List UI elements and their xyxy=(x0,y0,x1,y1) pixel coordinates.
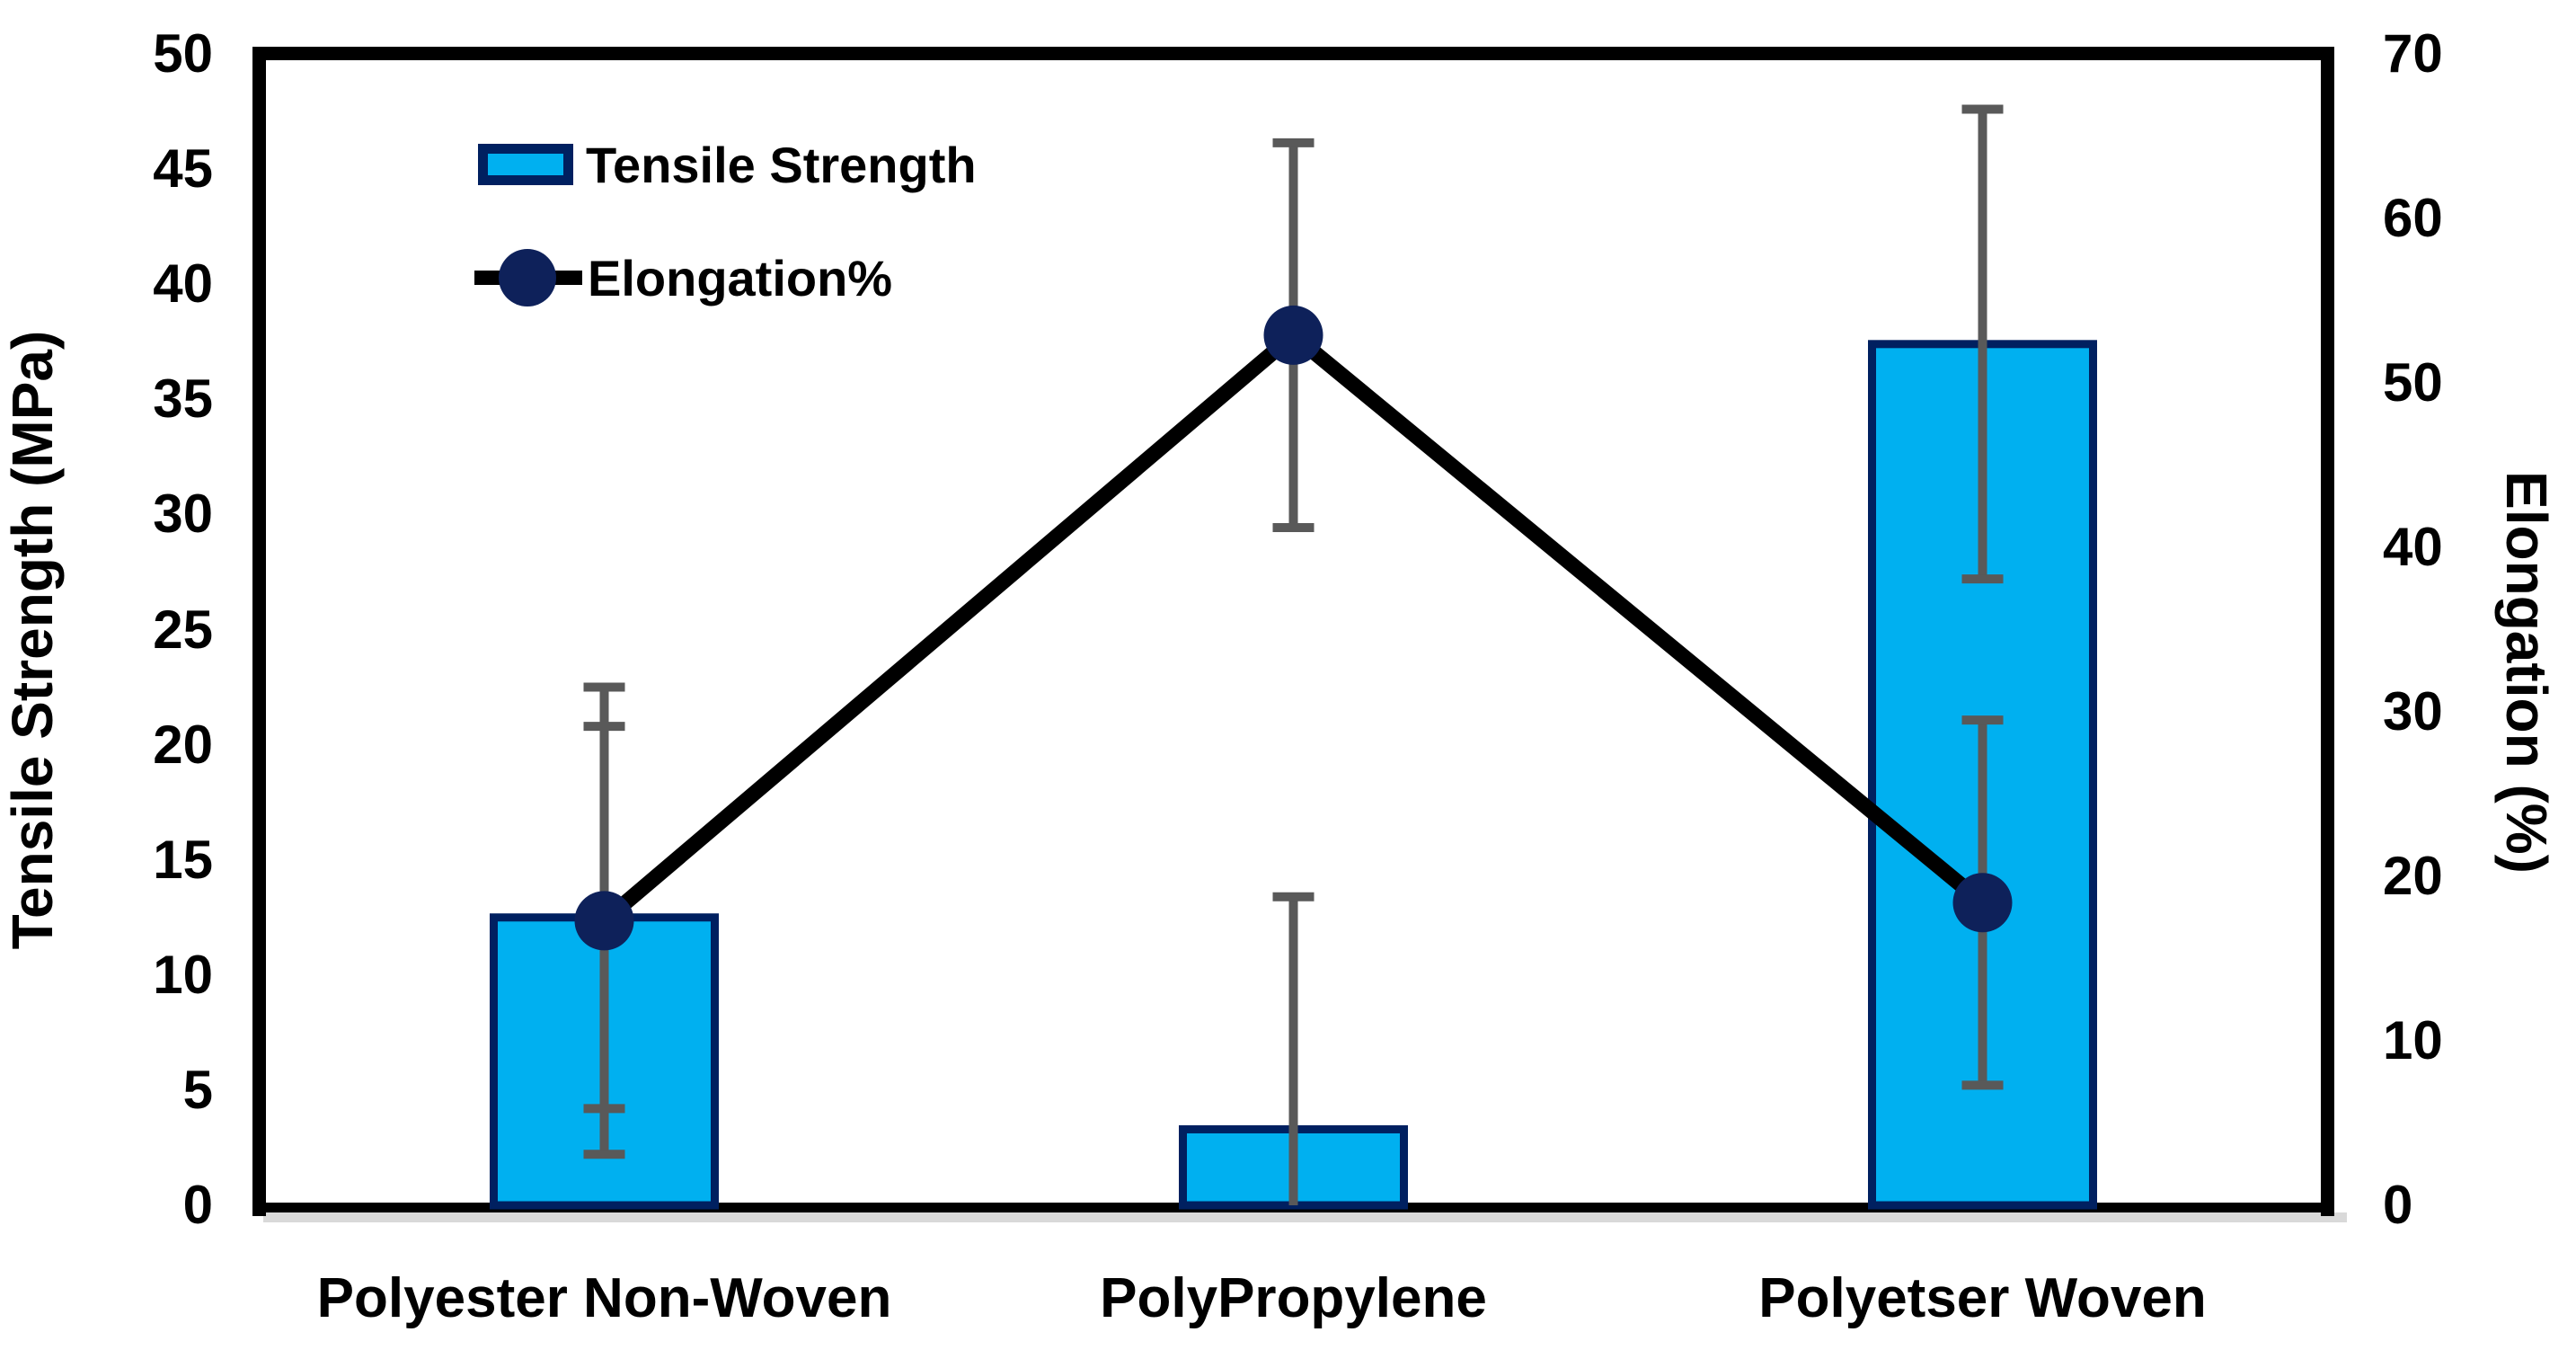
category-label-1: PolyPropylene xyxy=(1100,1267,1487,1329)
legend-bar-swatch xyxy=(478,144,573,185)
legend-label: Elongation% xyxy=(588,249,893,306)
left-axis-tick-30: 30 xyxy=(153,484,213,545)
left-axis-tick-20: 20 xyxy=(153,714,213,775)
line-point-2 xyxy=(1952,873,2013,933)
category-label-2: Polyetser Woven xyxy=(1758,1267,2207,1329)
category-label-0: Polyester Non-Woven xyxy=(316,1267,892,1329)
frame-top xyxy=(252,47,2334,60)
left-axis-tick-10: 10 xyxy=(153,944,213,1005)
left-axis-tick-25: 25 xyxy=(153,599,213,660)
right-axis-tick-70: 70 xyxy=(2383,23,2443,84)
left-axis-tick-35: 35 xyxy=(153,369,213,430)
line-point-0 xyxy=(574,891,634,951)
right-axis-tick-0: 0 xyxy=(2383,1175,2413,1235)
legend-line-dot xyxy=(499,249,556,306)
right-axis-tick-40: 40 xyxy=(2383,517,2443,577)
right-axis-tick-20: 20 xyxy=(2383,846,2443,906)
left-axis-tick-50: 50 xyxy=(153,23,213,84)
frame-right xyxy=(2321,47,2334,1216)
x-axis-shadow xyxy=(263,1212,2347,1222)
right-axis-tick-50: 50 xyxy=(2383,352,2443,413)
legend-item-tensile-strength: Tensile Strength xyxy=(478,135,977,194)
frame-left xyxy=(252,47,266,1216)
left-axis-tick-5: 5 xyxy=(182,1059,213,1120)
right-axis-tick-60: 60 xyxy=(2383,188,2443,248)
right-axis-tick-30: 30 xyxy=(2383,681,2443,742)
right-axis-title: Elongation (%) xyxy=(2494,471,2559,874)
right-axis-tick-10: 10 xyxy=(2383,1010,2443,1070)
line-point-1 xyxy=(1263,305,1323,365)
legend-label: Tensile Strength xyxy=(586,136,977,193)
legend-item-elongation: Elongation% xyxy=(474,248,892,307)
left-axis-tick-0: 0 xyxy=(182,1175,213,1235)
left-axis-tick-40: 40 xyxy=(153,253,213,315)
left-axis-tick-15: 15 xyxy=(153,829,213,890)
left-axis-tick-45: 45 xyxy=(153,138,213,200)
legend-line-marker xyxy=(474,248,582,307)
